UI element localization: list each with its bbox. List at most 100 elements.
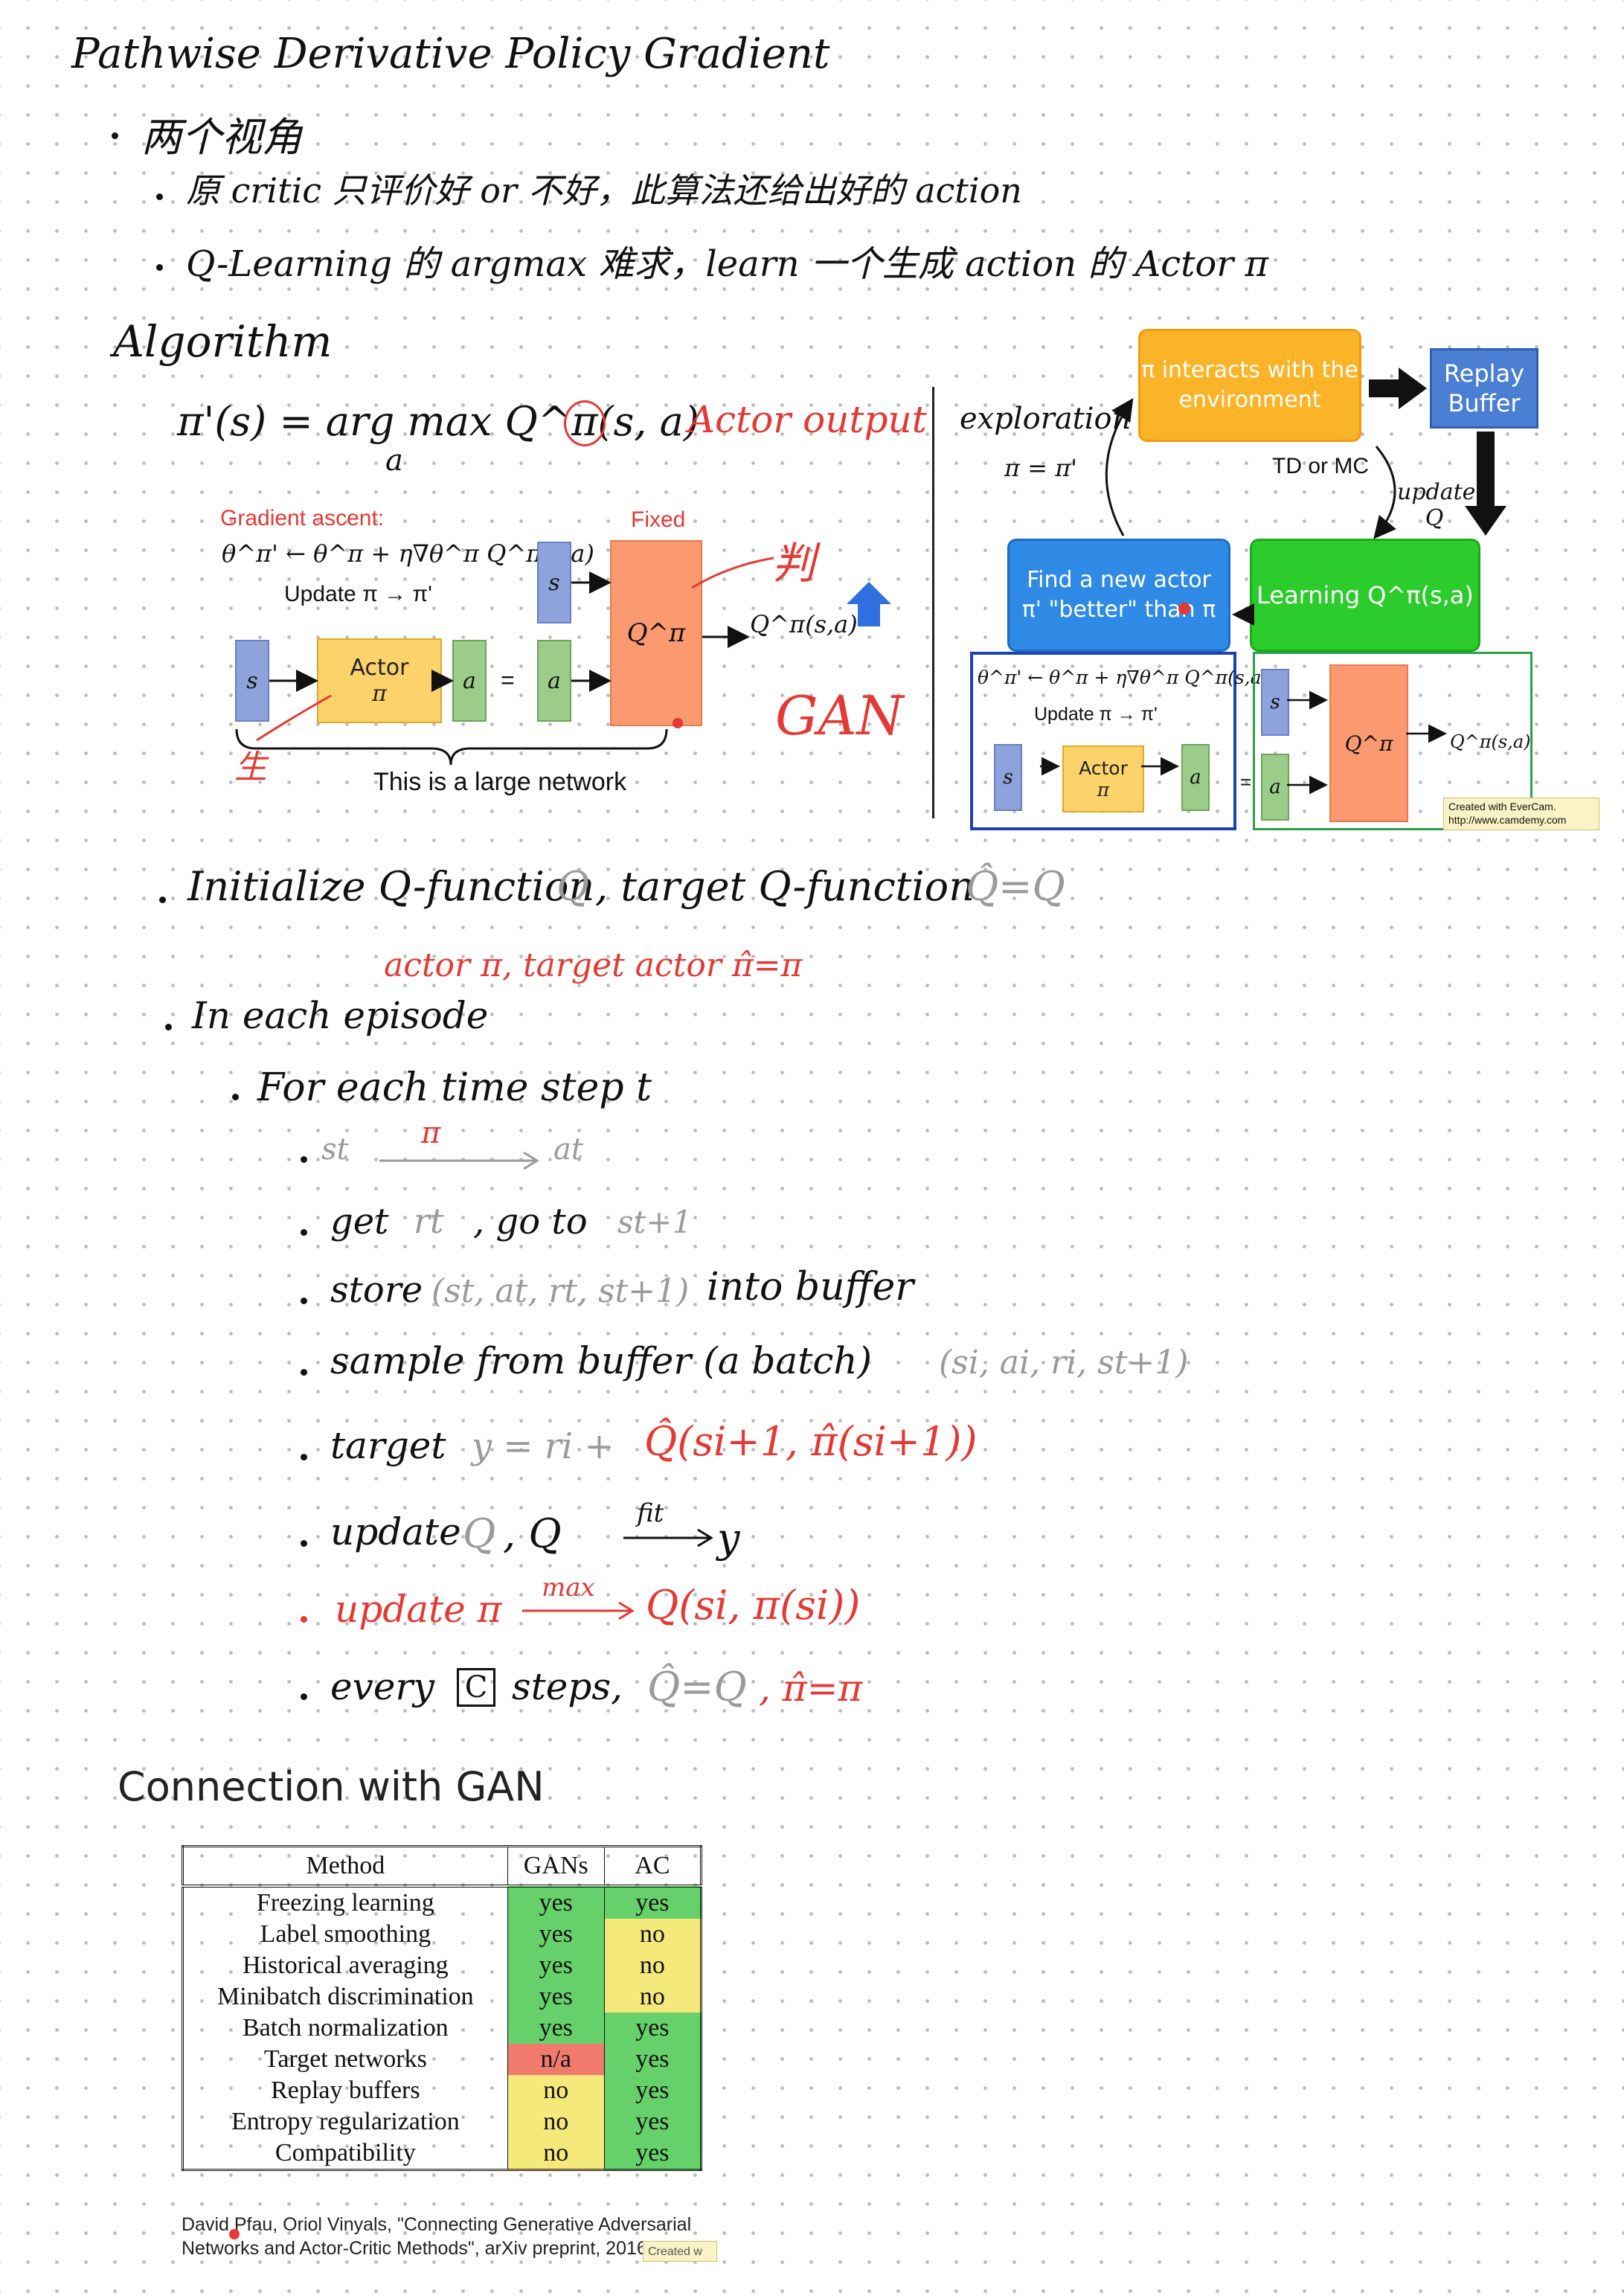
action-circle-mark — [564, 400, 606, 446]
state-box-top: s — [1261, 669, 1289, 736]
copy-pihat: , π̂=π — [759, 1667, 863, 1710]
equals-sign: = — [1240, 771, 1252, 793]
action-box: a — [1181, 744, 1210, 811]
bullet — [301, 1616, 307, 1623]
max-q-expr: Q(si, π(si)) — [646, 1582, 861, 1629]
actor-output-note: Actor output — [688, 398, 927, 441]
next-state: st+1 — [617, 1204, 693, 1240]
bullet — [301, 1156, 307, 1163]
header-method: Method — [182, 1846, 508, 1888]
gan-section-title: Connection with GAN — [118, 1763, 545, 1810]
bullet — [156, 193, 163, 200]
init-q-symbol: Q — [556, 863, 590, 910]
ac-cell: yes — [603, 1886, 702, 1919]
method-cell: Label smoothing — [182, 1919, 508, 1950]
action-at: at — [553, 1132, 583, 1167]
method-cell: Historical averaging — [182, 1950, 508, 1981]
gans-cell: yes — [507, 1886, 605, 1919]
gans-cell: no — [507, 2106, 605, 2138]
ac-cell: yes — [603, 2138, 702, 2170]
policy-arrow — [379, 1151, 539, 1170]
sample-text: sample from buffer (a batch) — [330, 1339, 873, 1382]
fit-target-y: y — [717, 1515, 740, 1562]
q-output-label: Q^π(s,a) — [750, 610, 858, 638]
bullet — [159, 897, 166, 903]
bullet — [156, 264, 163, 271]
state-box: s — [994, 744, 1022, 811]
bullet — [301, 1229, 307, 1236]
gradient-ascent-label: Gradient ascent: — [220, 506, 385, 530]
ac-cell: no — [603, 1950, 702, 1981]
store-text: store — [330, 1269, 423, 1311]
init-q-text: Initialize Q-function — [187, 863, 595, 910]
gen-note: 生 — [234, 748, 267, 786]
header-ac: AC — [603, 1846, 702, 1888]
citation-line-2: Networks and Actor-Critic Methods", arXi… — [182, 2238, 647, 2259]
gan-note: GAN — [775, 684, 904, 747]
header-gans: GANs — [507, 1846, 605, 1888]
gans-cell: yes — [507, 1950, 605, 1981]
bullet — [301, 1369, 307, 1376]
pi-over-arrow: π — [421, 1116, 441, 1150]
views-heading: 两个视角 — [141, 114, 302, 161]
policy-formula: π'(s) = arg max Q^π(s, a) — [177, 398, 699, 445]
view-2-text: Q-Learning 的 argmax 难求，learn 一个生成 action… — [186, 243, 1269, 285]
sample-tuple: (si, ai, ri, st+1) — [939, 1344, 1189, 1382]
c-steps-box: C — [457, 1668, 495, 1707]
right-diagram-arrows — [1040, 368, 1506, 795]
method-cell: Target networks — [182, 2044, 508, 2075]
gans-cell: yes — [507, 1981, 605, 2013]
bullet — [232, 1094, 239, 1100]
store-tuple: (st, at, rt, st+1) — [431, 1272, 690, 1310]
judge-note: 判 — [772, 538, 816, 589]
max-label: max — [542, 1573, 595, 1603]
ac-cell: yes — [603, 2013, 702, 2044]
max-arrow — [522, 1601, 635, 1620]
method-cell: Compatibility — [182, 2138, 508, 2170]
fixed-label: Fixed — [631, 507, 686, 532]
exploration-note: exploration — [960, 402, 1132, 436]
learning-q-box: Learning Q^π(s,a) — [1250, 539, 1480, 652]
method-cell: Replay buffers — [182, 2075, 508, 2106]
bullet — [112, 132, 118, 139]
reward-rt: rt — [414, 1201, 444, 1241]
bullet — [301, 1454, 307, 1460]
init-qhat-symbol: Q̂=Q — [966, 863, 1065, 910]
td-mc-label: TD or MC — [1272, 454, 1369, 478]
ac-cell: no — [603, 1981, 702, 2013]
bullet — [301, 1298, 307, 1304]
created-with-badge: Created w — [643, 2241, 717, 2262]
init-target-text: , target Q-function — [595, 863, 975, 910]
red-dot — [673, 718, 683, 728]
q-network-box: Q^π — [610, 540, 702, 726]
divider — [932, 387, 934, 818]
large-network-label: This is a large network — [373, 768, 627, 796]
ac-cell: no — [603, 1919, 702, 1950]
method-cell: Entropy regularization — [182, 2106, 508, 2138]
ac-cell: yes — [603, 2106, 702, 2138]
gen-annotation-stroke — [256, 694, 332, 742]
copy-qhat: Q̂=Q — [647, 1664, 747, 1710]
view-1-text: 原 critic 只评价好 or 不好，此算法还给出好的 action — [186, 170, 1022, 211]
ac-cell: yes — [603, 2075, 702, 2106]
gans-cell: yes — [507, 1919, 605, 1950]
bullet — [301, 1540, 307, 1547]
update-q-note: update Q — [1397, 479, 1476, 531]
update-q-symbol: Q — [463, 1510, 496, 1557]
page-title: Pathwise Derivative Policy Gradient — [71, 30, 830, 78]
gans-cell: n/a — [507, 2044, 605, 2075]
method-cell: Freezing learning — [182, 1886, 508, 1919]
actor-update-panel: θ^π' ← θ^π + η∇θ^π Q^π(s,a) Update π → π… — [970, 652, 1268, 830]
equals-sign: = — [501, 667, 515, 693]
judge-annotation-stroke — [691, 557, 774, 589]
find-actor-box: Find a new actor π' "better" than π — [1007, 539, 1230, 652]
action-box-2: a — [1261, 754, 1289, 821]
update-rule: θ^π' ← θ^π + η∇θ^π Q^π(s,a) — [222, 539, 594, 568]
gans-cell: no — [507, 2138, 605, 2170]
